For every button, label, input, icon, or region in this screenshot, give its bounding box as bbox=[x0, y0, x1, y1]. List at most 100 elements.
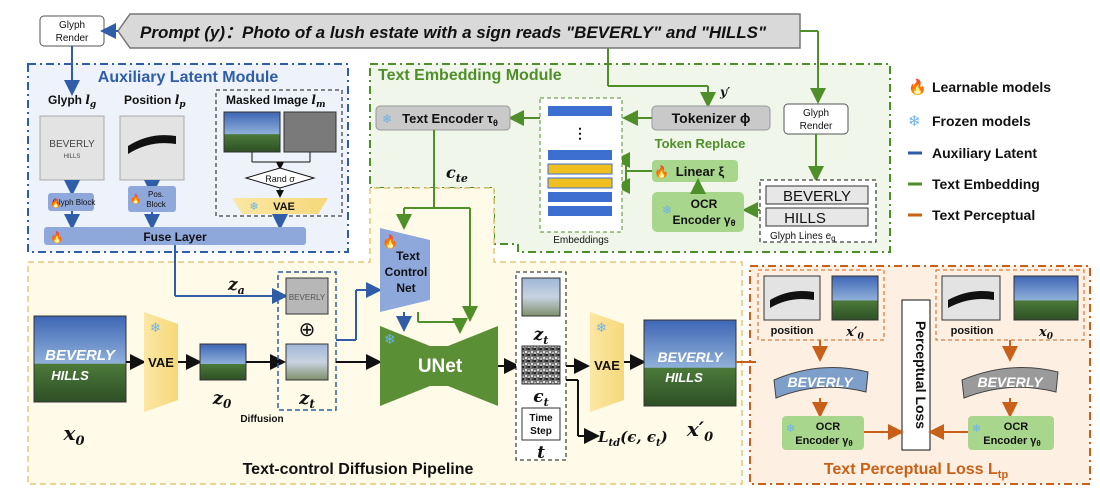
eps-image bbox=[521, 345, 561, 385]
perceptual-loss-box bbox=[901, 299, 931, 451]
perceptual-left-crop-text: BEVERLY bbox=[787, 374, 854, 390]
pos-block bbox=[128, 186, 176, 212]
perceptual-right-crop bbox=[961, 367, 1059, 399]
diffusion-label: Diffusion bbox=[240, 414, 283, 425]
legend-text-embedding-label: Text Embedding bbox=[932, 176, 1040, 192]
aux-vae-snowflake-icon: ❄ bbox=[249, 201, 258, 213]
masked-image-thumb bbox=[223, 111, 281, 153]
t-label: t bbox=[537, 443, 545, 463]
embeddings-label: Embeddings bbox=[553, 235, 609, 246]
vae-out-snowflake-icon: ❄ bbox=[596, 320, 607, 335]
position-mask-shape bbox=[128, 135, 176, 154]
pos-block-fire-icon: 🔥 bbox=[130, 193, 141, 204]
perceptual-left-position-label: position bbox=[771, 325, 814, 337]
perceptual-left-ocr-label-1: OCR bbox=[816, 421, 841, 433]
perceptual-title: Text Perceptual Loss Ltp bbox=[824, 461, 1009, 481]
time-step-label-2: Step bbox=[530, 426, 552, 437]
text-encoder-snowflake-icon: ❄ bbox=[382, 112, 392, 126]
perceptual-left-crop bbox=[773, 367, 869, 399]
prompt-box bbox=[117, 13, 801, 49]
glyph-image-word-1: BEVERLY bbox=[49, 139, 95, 150]
zt-image bbox=[285, 343, 329, 381]
embedding-row-3 bbox=[547, 163, 613, 175]
x0p-image bbox=[643, 319, 737, 407]
position-label: Position lp bbox=[124, 93, 186, 110]
x0-image-word-2: HILLS bbox=[51, 368, 89, 383]
glyph-render-right-label-1: Glyph bbox=[803, 108, 829, 119]
embedding-row-6 bbox=[548, 206, 612, 216]
tokenizer-label: Tokenizer ϕ bbox=[672, 110, 751, 126]
latent-group-frame bbox=[277, 271, 337, 411]
y-prime-label: y′ bbox=[719, 85, 731, 99]
eps-label: ϵt bbox=[533, 387, 548, 409]
ocr-encoder-label-2: Encoder γθ bbox=[673, 213, 736, 228]
perceptual-left-x0p-label: x′0 bbox=[845, 325, 864, 342]
rand-sigma-label: Rand σ bbox=[265, 174, 295, 184]
x0-image-word-1: BEVERLY bbox=[45, 347, 117, 364]
embedding-row-4 bbox=[547, 177, 613, 189]
control-net-label-2: Control bbox=[385, 265, 428, 279]
fuse-layer-label: Fuse Layer bbox=[143, 230, 207, 244]
perceptual-left-snowflake-icon: ❄ bbox=[786, 423, 795, 435]
glyph-image-word-2: HILLS bbox=[64, 154, 81, 160]
x0p-image-word-2: HILLS bbox=[665, 370, 703, 385]
embedding-row-1 bbox=[548, 106, 612, 116]
legend-aux-label: Auxiliary Latent bbox=[932, 145, 1037, 161]
perceptual-left-position-shape bbox=[770, 291, 814, 308]
control-net-label-1: Text bbox=[396, 249, 420, 263]
x0p-label: x′0 bbox=[686, 417, 713, 445]
c-te-label: cte bbox=[446, 163, 468, 185]
unet-snowflake-icon: ❄ bbox=[384, 331, 396, 347]
perceptual-left-ocr-box bbox=[782, 416, 864, 450]
z0-image bbox=[199, 343, 247, 381]
perceptual-right-frame bbox=[935, 269, 1085, 341]
linear-box bbox=[652, 160, 738, 182]
perceptual-left-x0p-image bbox=[831, 275, 879, 321]
fuse-layer bbox=[44, 227, 306, 245]
unet-shape bbox=[380, 326, 498, 406]
pipeline-title: Text-control Diffusion Pipeline bbox=[243, 461, 474, 478]
control-net-shape bbox=[380, 228, 430, 312]
control-net-fire-icon: 🔥 bbox=[382, 234, 398, 249]
legend-learnable-label: Learnable models bbox=[932, 79, 1051, 95]
embedding-row-5 bbox=[548, 192, 612, 202]
perceptual-right-ocr-box bbox=[968, 416, 1054, 450]
perceptual-right-snowflake-icon: ❄ bbox=[972, 423, 981, 435]
ocr-encoder-box bbox=[652, 192, 744, 232]
glyph-block-label: Glyph Block bbox=[53, 198, 97, 207]
glyph-line-2 bbox=[765, 207, 869, 227]
aux-vae-shape bbox=[232, 198, 328, 214]
mask-thumb bbox=[283, 111, 337, 153]
pos-block-label-2: Block bbox=[146, 200, 167, 209]
time-step-box bbox=[521, 407, 561, 441]
rand-sigma-diamond bbox=[244, 167, 316, 189]
za-image bbox=[285, 277, 329, 315]
perceptual-right-x0-label: x0 bbox=[1038, 325, 1054, 342]
za-image-text: BEVERLY bbox=[289, 293, 326, 302]
text-embedding-title: Text Embedding Module bbox=[378, 67, 562, 84]
perceptual-left-ocr-label-2: Encoder γθ bbox=[795, 435, 853, 448]
legend-perceptual-label: Text Perceptual bbox=[932, 207, 1035, 223]
vae-in-label: VAE bbox=[148, 355, 174, 370]
x0p-image-word-1: BEVERLY bbox=[657, 349, 724, 365]
perceptual-right-x0-image bbox=[1013, 275, 1079, 321]
linear-fire-icon: 🔥 bbox=[654, 165, 669, 179]
glyph-block bbox=[48, 193, 94, 211]
vae-out-shape bbox=[590, 312, 624, 412]
ocr-encoder-snowflake-icon: ❄ bbox=[662, 203, 672, 217]
z0-label: z0 bbox=[212, 388, 232, 411]
glyph-image bbox=[39, 115, 105, 181]
glyph-line-2-text: HILLS bbox=[784, 210, 826, 227]
glyph-block-fire-icon: 🔥 bbox=[50, 197, 61, 208]
text-encoder-label: Text Encoder τθ bbox=[402, 111, 498, 128]
zt-out-image bbox=[521, 277, 561, 317]
unet-label: UNet bbox=[418, 356, 463, 377]
zt-label: zt bbox=[298, 388, 315, 411]
fuse-layer-fire-icon: 🔥 bbox=[50, 231, 64, 244]
legend-snowflake-icon: ❄ bbox=[908, 113, 921, 130]
oplus-symbol: ⊕ bbox=[299, 319, 316, 341]
control-net-label-3: Net bbox=[396, 281, 415, 295]
perceptual-right-position-shape bbox=[948, 291, 994, 308]
